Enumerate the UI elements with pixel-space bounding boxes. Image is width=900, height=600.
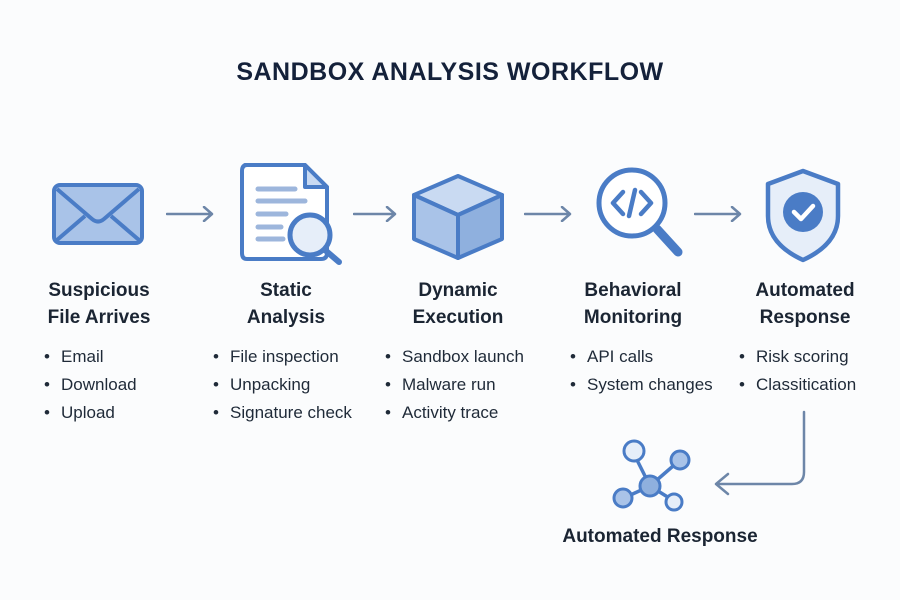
list-item: Unpacking (213, 371, 352, 399)
list-item: Classitication (739, 371, 856, 399)
diagram-title: SANDBOX ANALYSIS WORKFLOW (236, 58, 664, 86)
list-item: File inspection (213, 343, 352, 371)
shield-check-icon (765, 168, 841, 263)
arrow-icon (166, 206, 214, 222)
cube-icon (412, 174, 504, 260)
stage-bullets-static-analysis: File inspection Unpacking Signature chec… (213, 343, 352, 427)
stage-title-line: Automated (755, 280, 855, 301)
arrow-icon (524, 206, 572, 222)
list-item: Risk scoring (739, 343, 856, 371)
stage-title-line: Static (260, 280, 312, 301)
stage-title-line: Response (759, 307, 851, 328)
list-item: Sandbox launch (385, 343, 524, 371)
stage-title-line: Analysis (246, 307, 326, 328)
list-item: Activity trace (385, 399, 524, 427)
stage-title-line: Behavioral (584, 280, 682, 301)
return-arrow-icon (714, 410, 806, 496)
list-item: Download (44, 371, 137, 399)
stage-title-behavioral-monitoring: Behavioral Monitoring (553, 277, 713, 331)
stage-title-line: Execution (412, 307, 504, 328)
stage-title-static-analysis: Static Analysis (206, 277, 366, 331)
list-item: API calls (570, 343, 713, 371)
stage-title-line: Dynamic (418, 280, 498, 301)
stage-title-line: File Arrives (47, 307, 151, 328)
stage-bullets-automated-response: Risk scoring Classitication (739, 343, 856, 399)
stage-bullets-behavioral-monitoring: API calls System changes (570, 343, 713, 399)
list-item: Email (44, 343, 137, 371)
code-magnifier-icon (596, 167, 683, 257)
stage-title-line: Monitoring (583, 307, 683, 328)
stage-title-line: Suspicious (48, 280, 150, 301)
list-item: Malware run (385, 371, 524, 399)
arrow-icon (353, 206, 397, 222)
document-search-icon (240, 163, 342, 265)
network-nodes-icon (612, 439, 691, 512)
stage-title-suspicious-file: Suspicious File Arrives (19, 277, 179, 331)
list-item: Signature check (213, 399, 352, 427)
envelope-icon (52, 183, 144, 245)
list-item: Upload (44, 399, 137, 427)
stage-bullets-suspicious-file: Email Download Upload (44, 343, 137, 427)
list-item: System changes (570, 371, 713, 399)
output-label: Automated Response (562, 526, 758, 547)
arrow-icon (694, 206, 742, 222)
stage-title-dynamic-execution: Dynamic Execution (378, 277, 538, 331)
stage-bullets-dynamic-execution: Sandbox launch Malware run Activity trac… (385, 343, 524, 427)
stage-title-automated-response: Automated Response (725, 277, 885, 331)
